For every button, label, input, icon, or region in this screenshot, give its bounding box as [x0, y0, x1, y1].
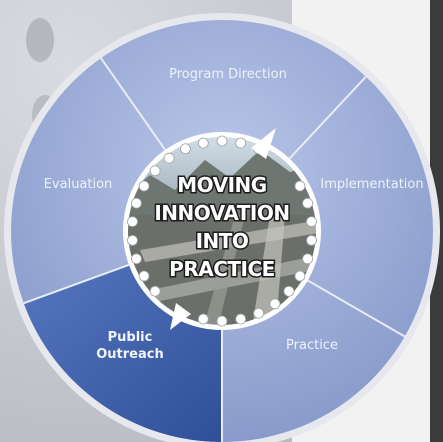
center-line-1: MOVING: [177, 173, 266, 197]
cycle-dot: [235, 137, 247, 149]
arrow-head-icon: [170, 303, 191, 330]
cycle-dot: [306, 235, 317, 246]
segment-label-implementation: Implementation: [320, 177, 423, 192]
cycle-dot: [235, 313, 247, 325]
segment-label-practice: Practice: [286, 338, 338, 353]
cycle-dot: [127, 235, 138, 246]
cycle-dot: [294, 270, 306, 282]
cycle-dot: [131, 253, 142, 265]
cycle-dot: [306, 216, 317, 227]
background-spot: [26, 18, 54, 62]
cycle-dot: [138, 270, 150, 282]
cycle-dot: [269, 298, 281, 310]
cycle-dot: [149, 165, 161, 177]
segment-label-evaluation: Evaluation: [44, 177, 113, 192]
cycle-dot: [127, 216, 138, 227]
cycle-dot: [131, 197, 142, 209]
cycle-dot: [149, 285, 161, 297]
cycle-dot: [302, 197, 313, 209]
segment-divider: [100, 57, 167, 151]
center-line-2: INNOVATION: [154, 201, 289, 225]
segment-public-outreach: [23, 264, 223, 442]
segment-divider: [23, 263, 130, 305]
center-line-3: INTO: [196, 229, 249, 253]
cycle-dot: [179, 143, 191, 155]
cycle-dot: [302, 253, 313, 265]
cycle-dot: [197, 137, 209, 149]
arrow-head-icon: [251, 128, 276, 159]
cycle-dot: [163, 152, 175, 164]
cycle-dot: [253, 307, 265, 319]
cycle-dot: [138, 180, 150, 192]
segment-dividers: [23, 57, 406, 442]
center-line-4: PRACTICE: [169, 257, 275, 281]
cycle-dot: [216, 135, 228, 147]
center-title: MOVING INNOVATION INTO PRACTICE: [153, 172, 292, 283]
cycle-dot: [197, 313, 209, 325]
segment-divider: [307, 279, 406, 338]
cycle-dot: [294, 180, 306, 192]
cycle-dots: [127, 135, 317, 327]
segment-divider: [288, 76, 367, 160]
cycle-dot: [216, 315, 228, 327]
segment-label-program-direction: Program Direction: [169, 67, 287, 82]
segment-group: [23, 264, 223, 442]
cycle-dot: [283, 285, 295, 297]
